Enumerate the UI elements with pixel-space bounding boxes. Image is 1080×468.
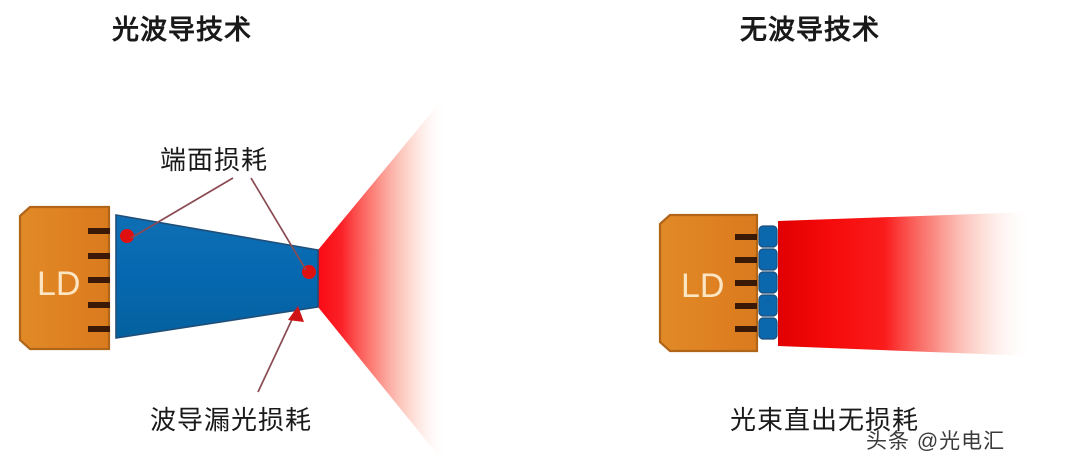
diverging-beam-icon (318, 95, 446, 465)
annotation-facet-loss: 端面损耗 (160, 145, 269, 175)
watermark: 头条 @光电汇 (866, 430, 1006, 453)
ld-label-left: LD (37, 265, 80, 303)
leader-line-facet-loss-right (250, 177, 307, 271)
annotation-no-loss: 光束直出无损耗 (730, 405, 920, 435)
panel-waveguide-technology: 光波导技术 (112, 15, 252, 45)
straight-beam-icon (778, 212, 1032, 356)
panel-title-right: 无波导技术 (740, 15, 880, 45)
ld-chip-left: LD (18, 205, 111, 351)
panel-title-left: 光波导技术 (112, 15, 252, 45)
red-arrow-icon (288, 306, 304, 322)
leader-line-leak-loss (257, 312, 296, 393)
waveguide-taper-icon (115, 214, 319, 339)
ld-chip-right: LD (658, 213, 759, 353)
red-loss-dot-icon-input (120, 229, 134, 243)
annotation-waveguide-leak-loss: 波导漏光损耗 (150, 405, 313, 435)
ld-label-right: LD (681, 267, 724, 305)
blue-emitter-array-icon (758, 225, 778, 340)
panel-waveguide-free-technology: 无波导技术 (540, 0, 1080, 468)
leader-line-facet-loss-left (130, 177, 234, 239)
